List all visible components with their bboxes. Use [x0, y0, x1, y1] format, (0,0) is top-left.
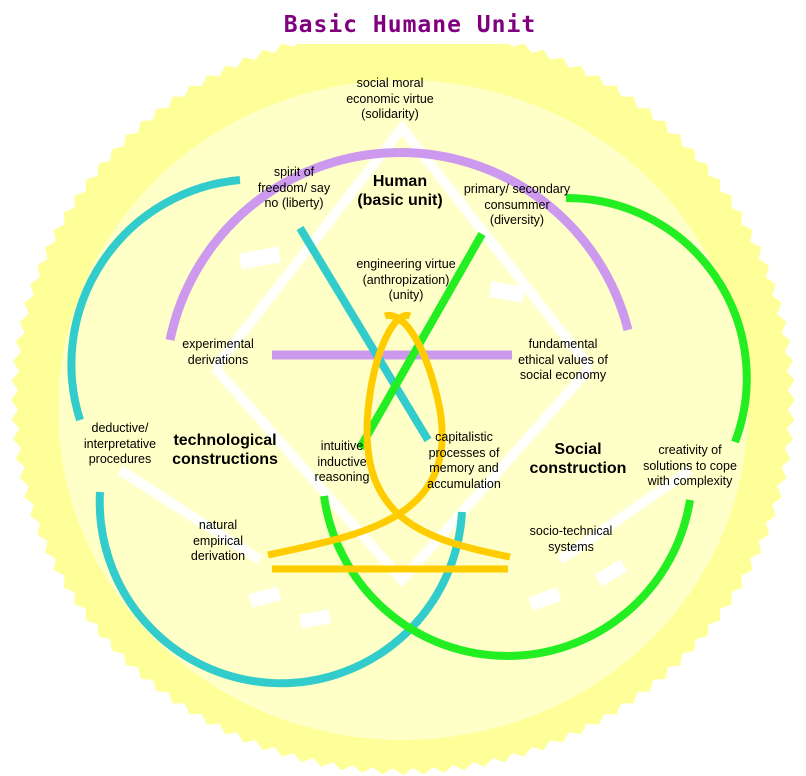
label-solidarity: social moral economic virtue (solidarity… — [346, 76, 434, 122]
label-creativity: creativity of solutions to cope with com… — [643, 443, 737, 489]
white-dashes — [238, 246, 628, 629]
page-title: Basic Humane Unit — [140, 6, 680, 44]
label-natural: natural empirical derivation — [190, 518, 246, 564]
heading-technological: technological constructions — [172, 432, 278, 469]
purple-arc — [165, 148, 633, 341]
label-deductive: deductive/ interpretative procedures — [83, 421, 157, 467]
heading-human: Human (basic unit) — [357, 173, 443, 210]
upper-triangle-line — [211, 119, 594, 372]
label-unity: engineering virtue (anthropization) (uni… — [356, 257, 456, 303]
label-fundamental: fundamental ethical values of social eco… — [518, 337, 608, 383]
heading-social: Social construction — [529, 441, 627, 478]
gold-left-loop — [267, 311, 446, 559]
right-lower-line — [557, 465, 693, 565]
label-socio-technical: socio-technical systems — [529, 524, 613, 554]
badge-inner-disc — [58, 80, 748, 740]
label-intuitive: intuitive inductive reasoning — [314, 439, 370, 485]
gold-right-loop — [363, 311, 511, 561]
green-arc — [565, 193, 751, 444]
teal-lower-arc — [95, 491, 466, 688]
label-experimental: experimental derivations — [182, 337, 254, 367]
label-diversity: primary/ secondary consummer (diversity) — [463, 182, 571, 228]
white-star-lines — [117, 119, 693, 588]
teal-diagonal — [296, 225, 432, 443]
label-capitalistic: capitalistic processes of memory and acc… — [427, 430, 501, 491]
lower-triangle-line — [211, 364, 594, 588]
left-lower-line — [117, 465, 263, 565]
teal-arc — [67, 176, 241, 422]
label-liberty: spirit of freedom/ say no (liberty) — [257, 165, 331, 211]
